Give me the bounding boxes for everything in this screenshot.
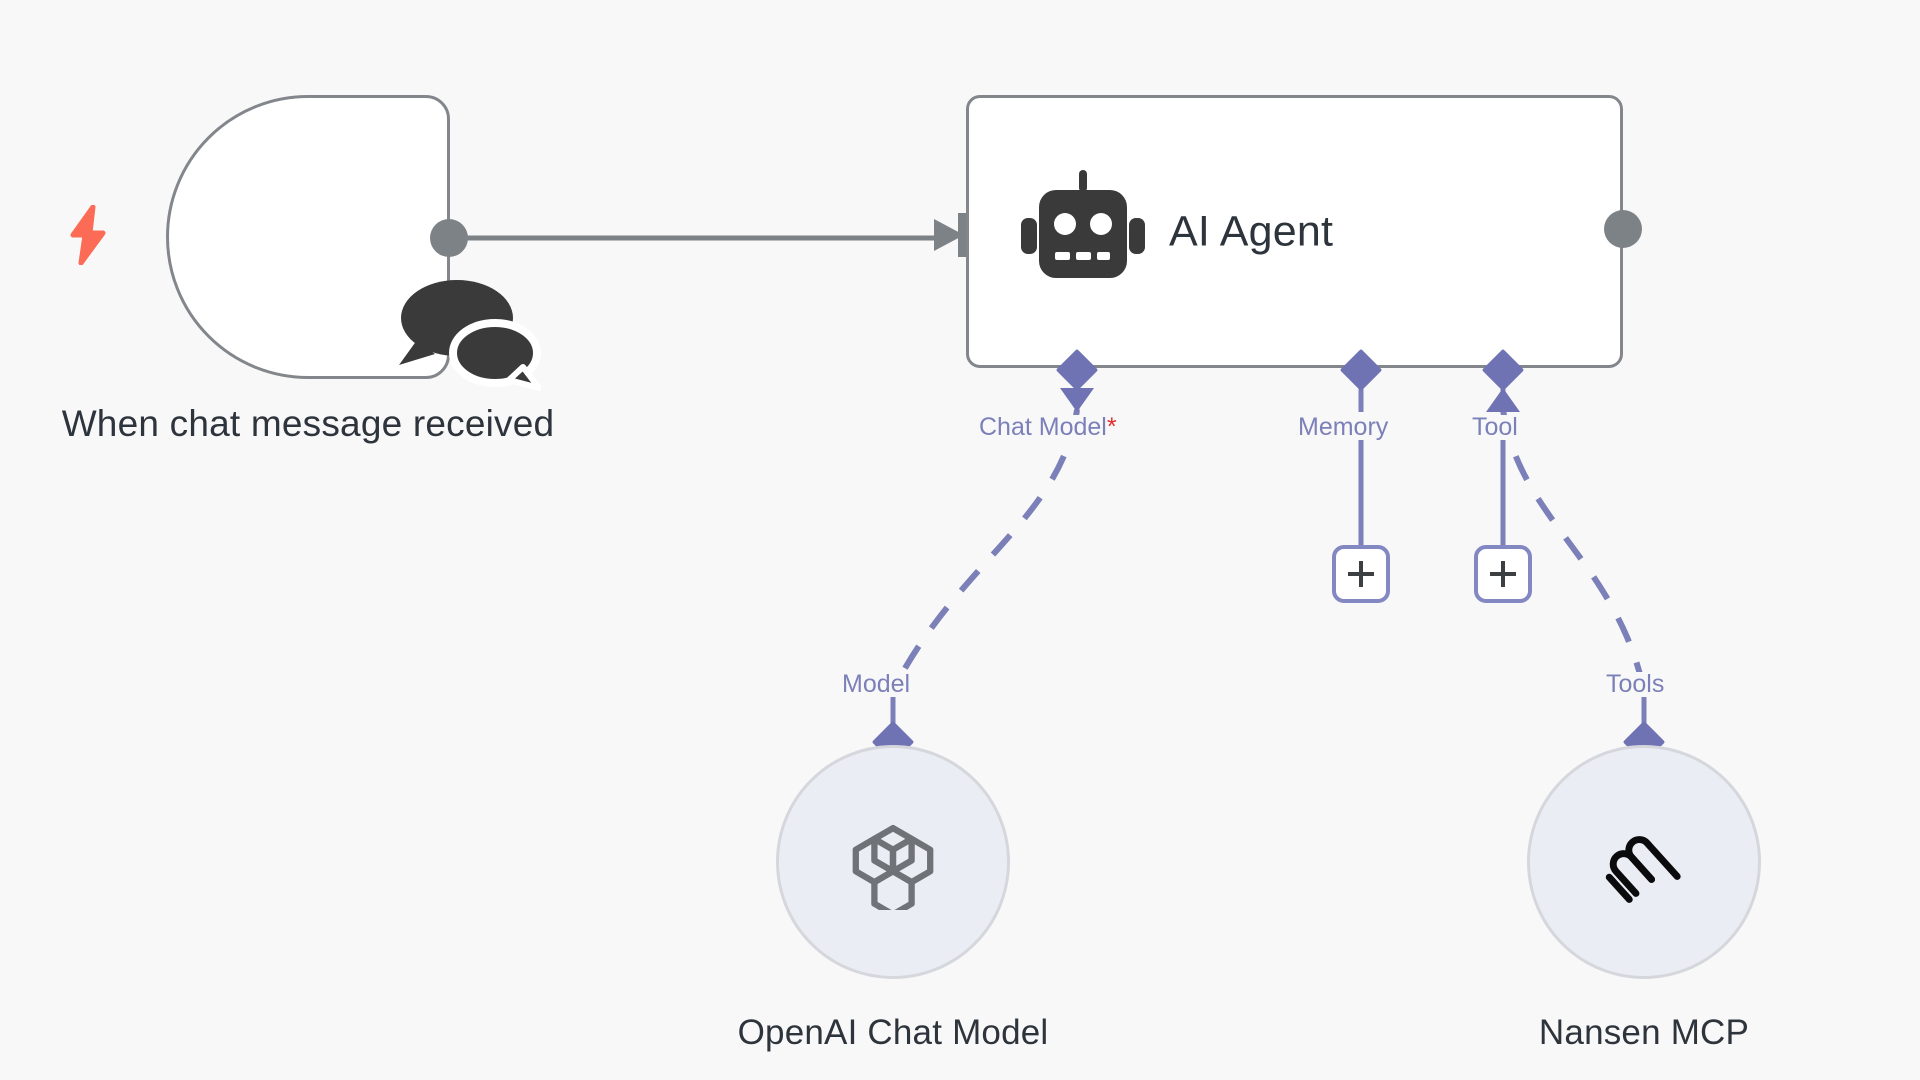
port-arrow-tool	[1486, 388, 1520, 412]
add-button-memory[interactable]	[1332, 545, 1390, 603]
lightning-bolt-icon	[70, 205, 106, 265]
port-label-chat-model-text: Chat Model	[979, 413, 1107, 441]
openai-logo-icon	[852, 824, 934, 910]
node-nansen-mcp[interactable]	[1527, 745, 1761, 979]
node-title-ai-agent: AI Agent	[1169, 207, 1334, 255]
node-ai-agent[interactable]: AI Agent	[966, 95, 1623, 368]
robot-icon	[1021, 170, 1145, 278]
add-button-tool[interactable]	[1474, 545, 1532, 603]
edge-chatmodel-to-openai	[890, 409, 1080, 692]
node-openai-chat-model[interactable]	[776, 745, 1010, 979]
required-asterisk-chat-model: *	[1106, 413, 1117, 441]
node-caption-nansen-mcp: Nansen MCP	[1538, 1013, 1750, 1052]
sub-port-label-tools: Tools	[1602, 672, 1669, 697]
node-caption-openai-chat-model: OpenAI Chat Model	[737, 1013, 1049, 1052]
port-label-tool: Tool	[1468, 415, 1522, 440]
node-caption-trigger: When chat message received	[61, 403, 555, 444]
port-label-chat-model: Chat Model*	[975, 415, 1121, 440]
trigger-output-port[interactable]	[430, 219, 468, 257]
nansen-logo-icon	[1605, 836, 1681, 903]
port-label-memory: Memory	[1294, 415, 1393, 440]
chat-bubbles-icon	[399, 280, 541, 391]
agent-output-port[interactable]	[1604, 210, 1642, 248]
node-when-chat-message-received[interactable]	[166, 95, 541, 391]
port-arrow-chatmodel	[1060, 388, 1094, 412]
sub-port-label-model: Model	[838, 672, 915, 697]
